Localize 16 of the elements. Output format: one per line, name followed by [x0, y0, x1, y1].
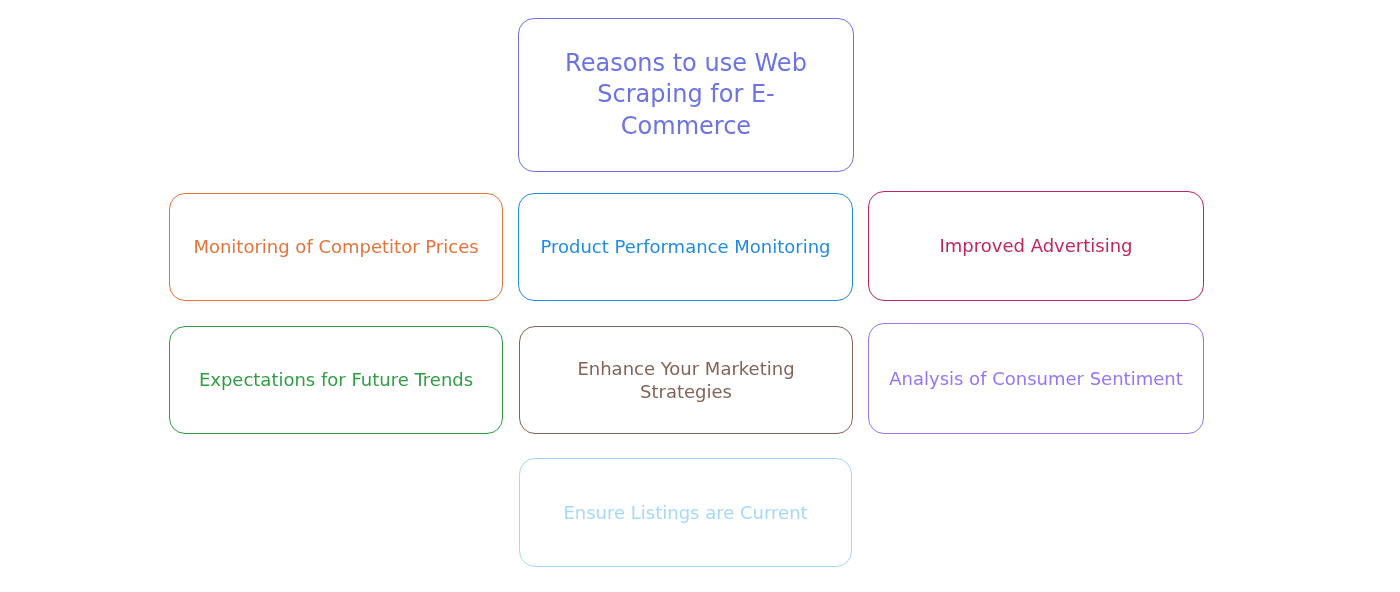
topic-box — [868, 323, 1204, 434]
title: Reasons to use Web Scraping for E-Commerce — [564, 48, 808, 142]
topic-label: Product Performance Monitoring — [540, 235, 831, 259]
topic-label: Enhance Your Marketing Strategies — [576, 356, 796, 404]
topic-box — [518, 193, 853, 301]
topic-box — [519, 458, 852, 567]
topic-box — [169, 326, 503, 434]
title-box — [518, 18, 854, 172]
topic-box — [868, 191, 1204, 301]
topic-label: Ensure Listings are Current — [563, 500, 808, 525]
topic-box — [169, 193, 503, 301]
topic-box — [519, 326, 853, 434]
topic-label: Monitoring of Competitor Prices — [193, 235, 479, 259]
topic-label: Expectations for Future Trends — [198, 368, 474, 392]
topic-label: Analysis of Consumer Sentiment — [889, 366, 1183, 391]
topic-label: Improved Advertising — [939, 234, 1133, 258]
